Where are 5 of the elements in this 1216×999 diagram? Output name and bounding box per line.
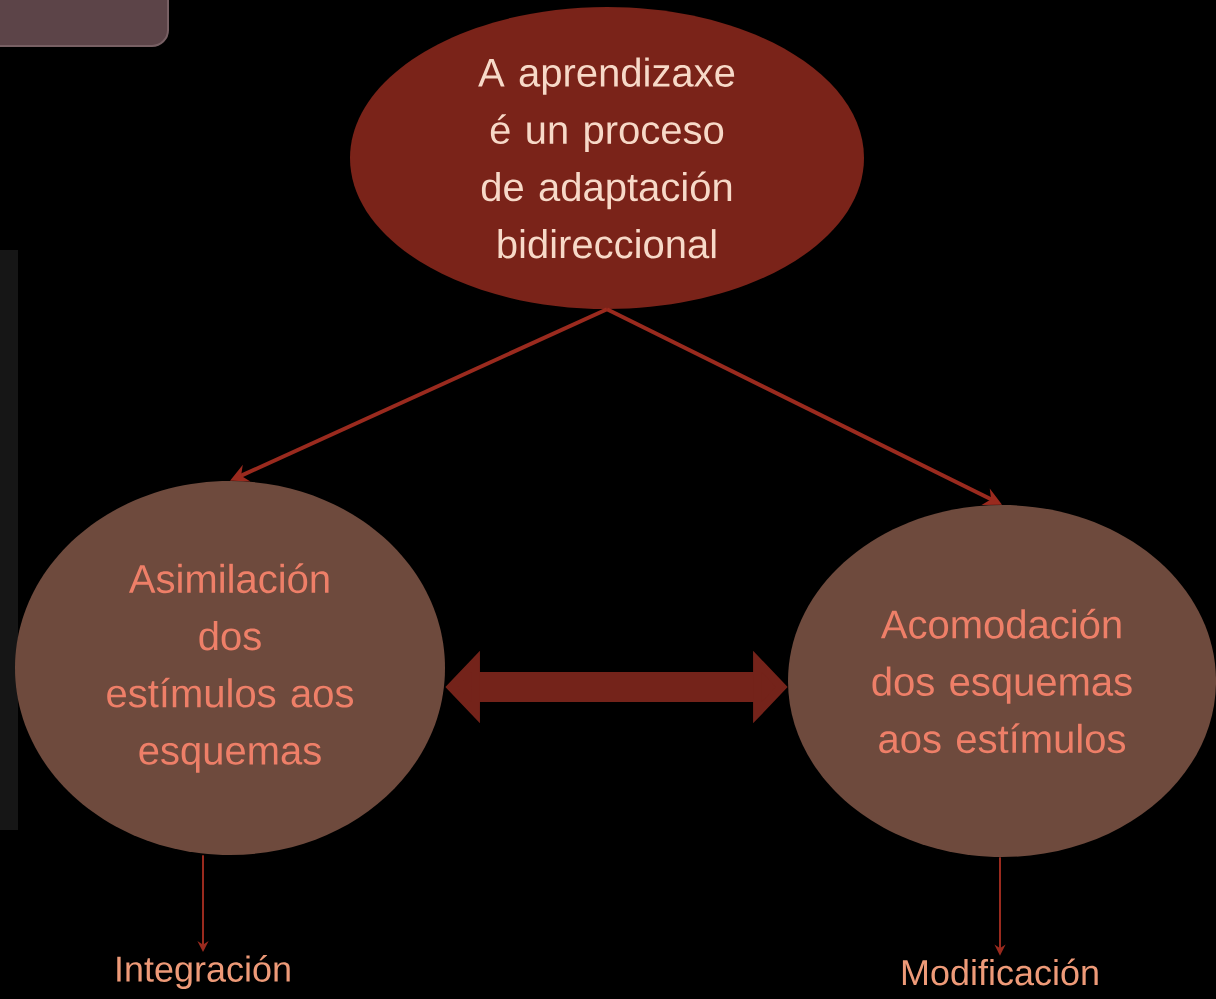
circle-node: Asimilación dos estímulos aos esquemas: [15, 481, 445, 855]
outcome-label: Modificación: [902, 958, 1098, 986]
outcome-label: Integración: [117, 955, 290, 989]
circle-node: Acomodación dos esquemas aos estímulos: [788, 505, 1216, 857]
ellipse-node: A aprendizaxe é un proceso de adaptación bidireccional: [350, 7, 864, 309]
